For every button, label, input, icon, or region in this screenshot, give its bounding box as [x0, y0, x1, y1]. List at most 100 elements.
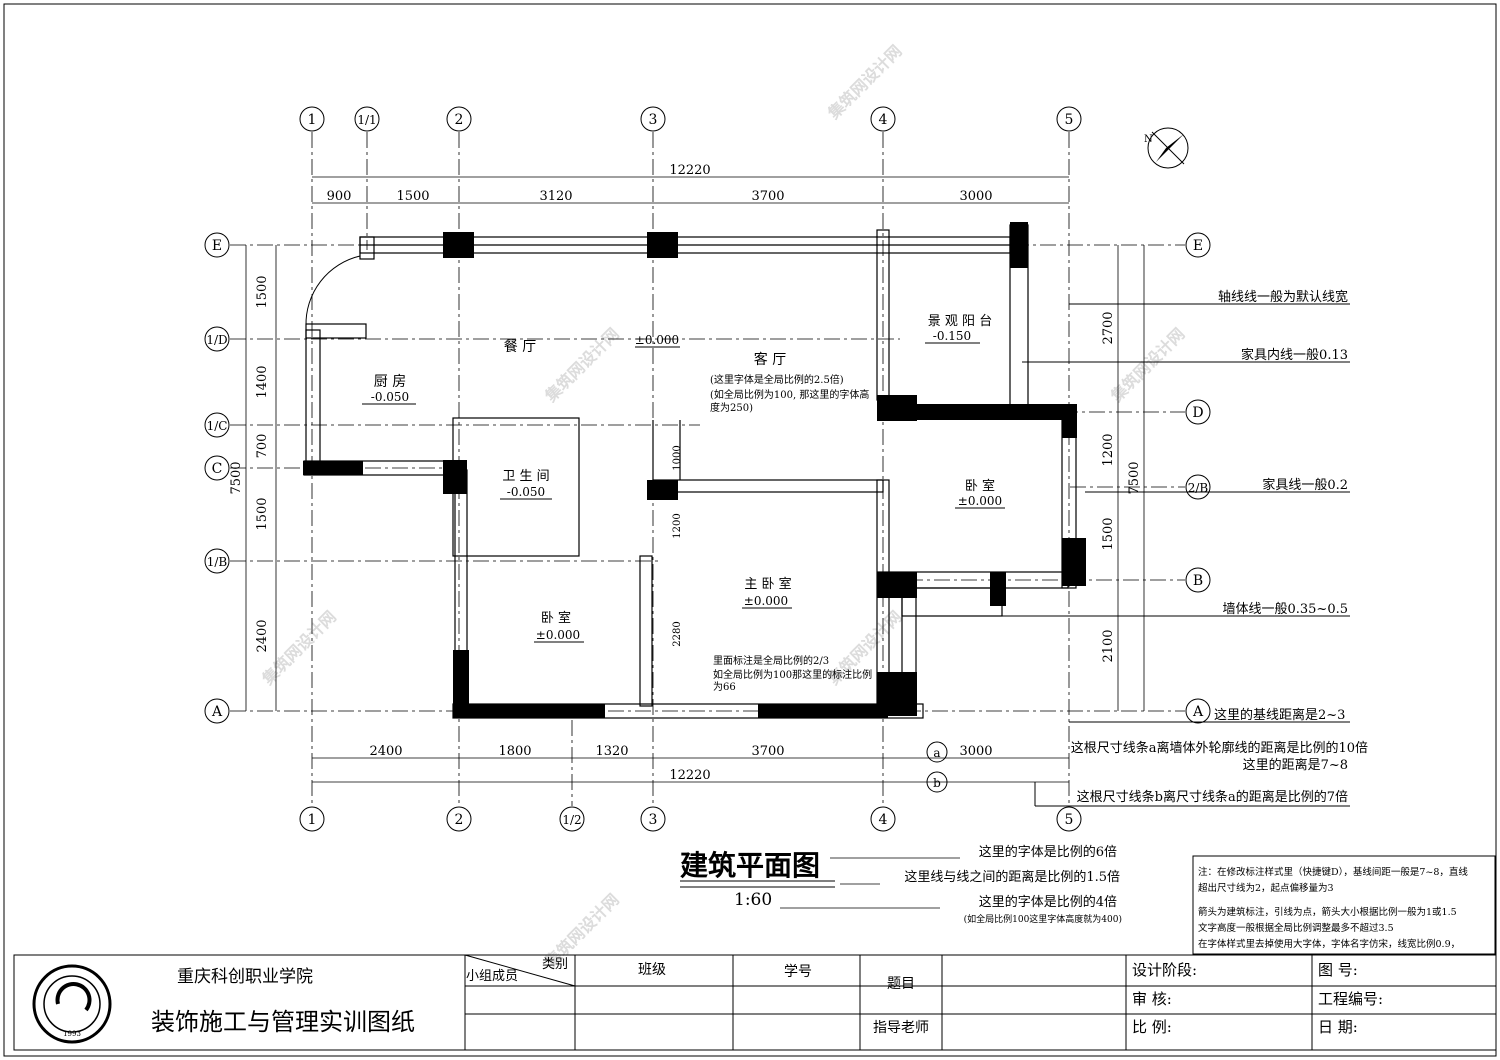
top-dimensions: 12220 900 1500 3120 3700 3000: [312, 163, 1069, 204]
axis-right-B: B: [1193, 573, 1203, 589]
dim-bottom-total: 12220: [669, 768, 710, 783]
label-scale: 比 例:: [1132, 1018, 1172, 1036]
note-scale-font-sub: (如全局比例100这里字体高度就为400): [964, 913, 1122, 925]
note-dim-a-2: 这里的距离是7~8: [1243, 757, 1348, 773]
axis-bottom-1-2: 1/2: [562, 813, 581, 827]
axis-left-A: A: [211, 704, 223, 720]
columns: [303, 222, 1086, 718]
room-bedroom-right: 卧 室: [965, 478, 995, 494]
level-bedroom-right: ±0.000: [958, 494, 1002, 508]
dim-left-1500b: 1500: [255, 497, 270, 530]
dim-right-2100: 2100: [1101, 629, 1116, 662]
title-block: 1993 重庆科创职业学院 装饰施工与管理实训图纸 类别 小组成员 班级 学号 …: [13, 954, 1497, 1051]
note-box-line-5: 在字体样式里去掉使用大字体，字体名字仿宋，线宽比例0.9，: [1198, 938, 1460, 950]
note-box-line-1: 注：在修改标注样式里（快捷键D），基线间距一般是7~8，直线: [1198, 866, 1468, 878]
dim-top-3120: 3120: [539, 189, 572, 204]
level-master: ±0.000: [744, 594, 788, 608]
axis-bubbles-bottom: 1 2 1/2 3 4 5: [299, 806, 1082, 832]
dim-bottom-3000: 3000: [959, 744, 992, 759]
dim-bottom-1800: 1800: [498, 744, 531, 759]
dim-right-1500: 1500: [1101, 517, 1116, 550]
drawing-name: 装饰施工与管理实训图纸: [151, 1008, 415, 1036]
left-dimensions: 1500 1400 700 1500 2400 7500: [229, 245, 277, 711]
living-note-3: 度为250): [710, 401, 753, 414]
annotation-notes: 轴线线一般为默认线宽 家具内线一般0.13 家具线一般0.2 墙体线一般0.35…: [1000, 289, 1368, 807]
dim-bottom-3700: 3700: [751, 744, 784, 759]
axis-bottom-3: 3: [649, 812, 658, 828]
note-dim-a-1: 这根尺寸线条a离墙体外轮廓线的距离是比例的10倍: [1071, 740, 1368, 756]
dim-top-1500: 1500: [396, 189, 429, 204]
axis-top-1-1: 1/1: [357, 113, 376, 127]
axis-lines: [230, 132, 1185, 806]
north-label: N: [1144, 134, 1153, 145]
room-bath: 卫 生 间: [502, 469, 549, 484]
label-student-no: 学号: [784, 964, 812, 980]
watermark: 集筑网设计网 集筑网设计网 集筑网设计网 集筑网设计网 集筑网设计网 集筑网设计…: [258, 41, 1189, 972]
room-kitchen: 厨 房: [374, 374, 406, 390]
label-advisor: 指导老师: [873, 1020, 929, 1036]
plan-title: 建筑平面图: [680, 849, 820, 882]
room-master: 主 卧 室: [744, 576, 791, 592]
note-furniture: 家具线一般0.2: [1262, 477, 1348, 493]
dim-top-total: 12220: [669, 163, 710, 178]
inner-dim-1200: 1200: [672, 513, 683, 538]
plan-title-block: 建筑平面图 1:60 这里的字体是比例的6倍 这里线与线之间的距离是比例的1.5…: [680, 844, 1122, 925]
axis-left-C: C: [212, 461, 223, 477]
dim-bottom-2400: 2400: [369, 744, 402, 759]
label-class: 班级: [638, 962, 666, 978]
seal-year: 1993: [63, 1030, 81, 1038]
room-bedroom-left: 卧 室: [541, 610, 571, 626]
right-dimensions: 2700 1200 1500 2100 7500: [1101, 245, 1145, 711]
axis-bottom-5: 5: [1065, 812, 1074, 828]
school-seal-logo: 1993: [32, 964, 112, 1044]
inner-dim-2280: 2280: [672, 621, 683, 646]
dim-left-1500a: 1500: [255, 275, 270, 308]
dim-right-2700: 2700: [1101, 311, 1116, 344]
door-swing: [305, 255, 361, 327]
note-scale-font: 这里的字体是比例的4倍: [979, 894, 1117, 910]
label-review: 审 核:: [1132, 990, 1172, 1008]
note-axis-line: 轴线线一般为默认线宽: [1218, 289, 1348, 305]
walls: [303, 224, 1077, 719]
axis-right-D: D: [1192, 405, 1203, 421]
level-bath: -0.050: [507, 485, 545, 499]
svg-text:集筑网设计网: 集筑网设计网: [541, 324, 623, 406]
axis-top-2: 2: [455, 112, 464, 128]
level-bedroom-left: ±0.000: [536, 628, 580, 642]
axis-right-E: E: [1193, 238, 1203, 254]
axis-left-E: E: [212, 238, 222, 254]
note-wall-line: 墙体线一般0.35~0.5: [1222, 601, 1348, 617]
room-labels: 餐 厅 ±0.000 客 厅 (这里字体是全局比例的2.5倍) (如全局比例为1…: [362, 314, 1005, 693]
note-title-font: 这里的字体是比例的6倍: [979, 844, 1117, 860]
axis-bottom-1: 1: [308, 812, 317, 828]
dim-left-700: 700: [255, 434, 270, 459]
svg-text:集筑网设计网: 集筑网设计网: [1106, 324, 1188, 406]
label-topic: 题目: [887, 976, 915, 992]
note-box-line-3: 箭头为建筑标注，引线为点，箭头大小根据比例一般为1或1.5: [1198, 906, 1457, 918]
axis-bubbles-right: E D 2/B B A: [1185, 232, 1211, 724]
room-living: 客 厅: [754, 351, 786, 368]
room-balcony: 景 观 阳 台: [928, 314, 992, 329]
note-box: 注：在修改标注样式里（快捷键D），基线间距一般是7~8，直线 超出尺寸线为2，起…: [1192, 855, 1496, 955]
plan-scale: 1:60: [734, 890, 772, 910]
axis-bottom-2: 2: [455, 812, 464, 828]
axis-top-3: 3: [649, 112, 658, 128]
note-furniture-inner: 家具内线一般0.13: [1241, 347, 1348, 363]
dim-left-total: 7500: [229, 461, 244, 494]
living-note-2: (如全局比例为100, 那这里的字体高: [710, 388, 869, 401]
axis-right-2B: 2/B: [1188, 481, 1209, 495]
dim-top-3000: 3000: [959, 189, 992, 204]
note-box-line-2: 超出尺寸线为2，起点偏移量为3: [1198, 882, 1334, 894]
inner-note-1: 里面标注是全局比例的2/3: [713, 654, 829, 667]
drawing-frame: [3, 3, 1497, 1057]
axis-bubbles-left: E 1/D 1/C C 1/B A: [204, 232, 230, 724]
dim-top-900: 900: [327, 189, 352, 204]
note-baseline: 这里的基线距离是2~3: [1214, 707, 1345, 723]
bottom-dimensions: 2400 1800 1320 3700 3000 12220 a b: [312, 741, 1069, 793]
level-balcony: -0.150: [933, 329, 971, 343]
inner-note-2: 如全局比例为100那这里的标注比例: [713, 668, 872, 681]
dim-left-1400: 1400: [255, 365, 270, 398]
note-line-gap: 这里线与线之间的距离是比例的1.5倍: [904, 869, 1120, 885]
label-design-stage: 设计阶段:: [1132, 961, 1197, 979]
